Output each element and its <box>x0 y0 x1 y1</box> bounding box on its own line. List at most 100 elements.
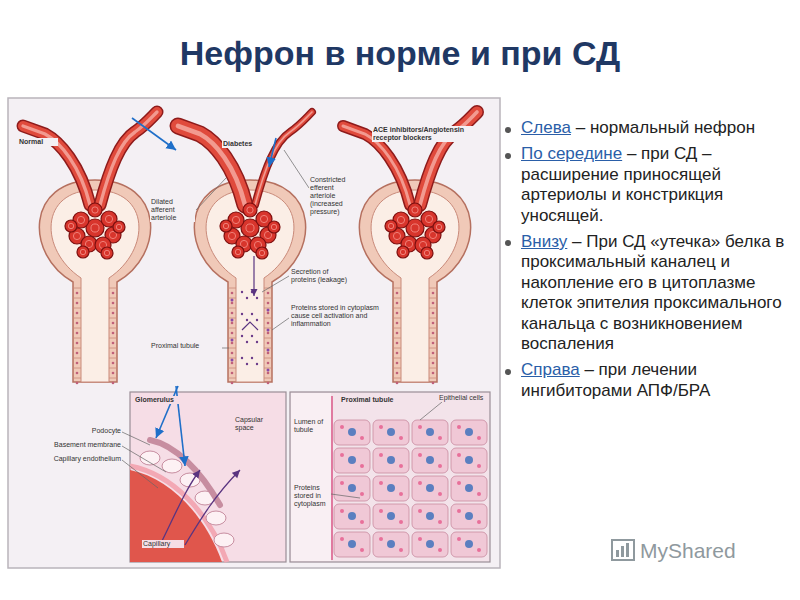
stored-protein <box>457 537 461 541</box>
bullet-dot <box>505 153 511 159</box>
figure-panel <box>8 98 500 568</box>
tubule-cell <box>393 378 401 379</box>
tubule-cell <box>109 318 117 319</box>
protein-dot <box>256 341 258 343</box>
capillary-lumen <box>412 207 418 213</box>
cell-nucleus <box>76 352 79 355</box>
tubule-cell <box>264 358 272 359</box>
tubule-cell <box>393 288 401 289</box>
cell-nucleus <box>426 456 434 464</box>
glomerular-capillary <box>433 221 445 233</box>
capillary-lumen <box>77 216 84 223</box>
cell-nucleus <box>396 322 399 325</box>
epithelial-cell <box>412 504 448 529</box>
cell-nucleus <box>396 382 399 385</box>
bullet-dot <box>505 127 511 133</box>
cell-nucleus <box>396 342 399 345</box>
stored-protein <box>379 453 383 457</box>
underlined-lead: По середине <box>521 144 622 163</box>
epithelial-cell <box>373 532 409 557</box>
stored-protein <box>267 349 270 352</box>
cell-nucleus <box>112 362 115 365</box>
leader-line <box>272 318 289 330</box>
protein-dot <box>246 341 248 343</box>
cell-nucleus <box>348 428 356 436</box>
stored-protein <box>379 509 383 513</box>
part-label: Basement membrane <box>20 441 122 449</box>
stored-protein <box>438 548 442 552</box>
glomerular-capillary <box>385 220 397 232</box>
tubule-cell <box>264 378 272 379</box>
filtration-arrow <box>185 470 240 545</box>
bowman-capsule <box>359 180 470 382</box>
tubule-cell <box>264 348 272 349</box>
tubule-cell <box>393 368 401 369</box>
podocyte-foot <box>206 511 226 525</box>
part-label: Capillary <box>142 540 184 548</box>
tubule-cell <box>429 328 437 329</box>
epithelial-cell <box>334 448 370 473</box>
epithelial-cell <box>451 420 487 445</box>
stored-protein <box>418 509 422 513</box>
cell-nucleus <box>432 312 435 315</box>
capillary-lumen <box>232 216 239 223</box>
tubule-cell <box>73 308 81 309</box>
glomerular-capillary <box>113 221 125 233</box>
panel-heading: Diabetes <box>222 140 264 148</box>
underlined-lead: Внизу <box>521 232 567 251</box>
leader-line <box>262 276 289 292</box>
cell-nucleus <box>396 302 399 305</box>
cell-nucleus <box>465 512 473 520</box>
underlined-lead: Справа <box>521 360 580 379</box>
leader-line <box>122 460 158 488</box>
protein-dot <box>256 297 258 299</box>
stored-protein <box>399 548 403 552</box>
stored-protein <box>457 425 461 429</box>
part-label: Epithelial cells <box>438 394 488 402</box>
inset-heading: Proximal tubule <box>340 396 410 404</box>
cell-nucleus <box>76 342 79 345</box>
cell-nucleus <box>231 372 234 375</box>
protein-dot <box>241 335 243 337</box>
capillary-lumen <box>259 250 264 255</box>
bullet-dot <box>505 240 511 246</box>
stored-protein <box>418 481 422 485</box>
stored-protein <box>438 492 442 496</box>
stored-protein <box>340 425 344 429</box>
cell-nucleus <box>112 312 115 315</box>
glomerular-capillary <box>220 220 232 232</box>
watermark-icon <box>616 550 619 557</box>
tubule-cell <box>228 368 236 369</box>
epithelial-cell <box>451 504 487 529</box>
cell-nucleus <box>465 456 473 464</box>
capillary-lumen <box>68 223 73 228</box>
cell-nucleus <box>348 540 356 548</box>
stored-protein <box>399 520 403 524</box>
glomerular-capillary <box>256 247 268 259</box>
stored-protein <box>231 319 234 322</box>
tubule-cell <box>228 328 236 329</box>
stored-protein <box>267 309 270 312</box>
epithelial-cell <box>412 532 448 557</box>
cell-nucleus <box>387 540 395 548</box>
arteriole <box>100 112 157 205</box>
tubule-cell <box>429 378 437 379</box>
podocyte-foot <box>162 459 182 473</box>
stored-protein <box>418 453 422 457</box>
tubule-cell <box>109 368 117 369</box>
tubule-cell <box>109 328 117 329</box>
tubule-cell <box>73 368 81 369</box>
capillary-lumen <box>393 232 400 239</box>
cell-nucleus <box>348 456 356 464</box>
cell-nucleus <box>426 540 434 548</box>
watermark-icon <box>621 546 624 557</box>
stored-protein <box>477 436 481 440</box>
arteriole-outline <box>100 112 157 205</box>
capillary-lumen <box>105 215 112 222</box>
tubule-cell <box>73 298 81 299</box>
protein-dot <box>241 313 243 315</box>
tubule-cell <box>73 348 81 349</box>
capillary-lumen <box>436 224 441 229</box>
leader-line <box>196 178 226 210</box>
cell-nucleus <box>396 292 399 295</box>
